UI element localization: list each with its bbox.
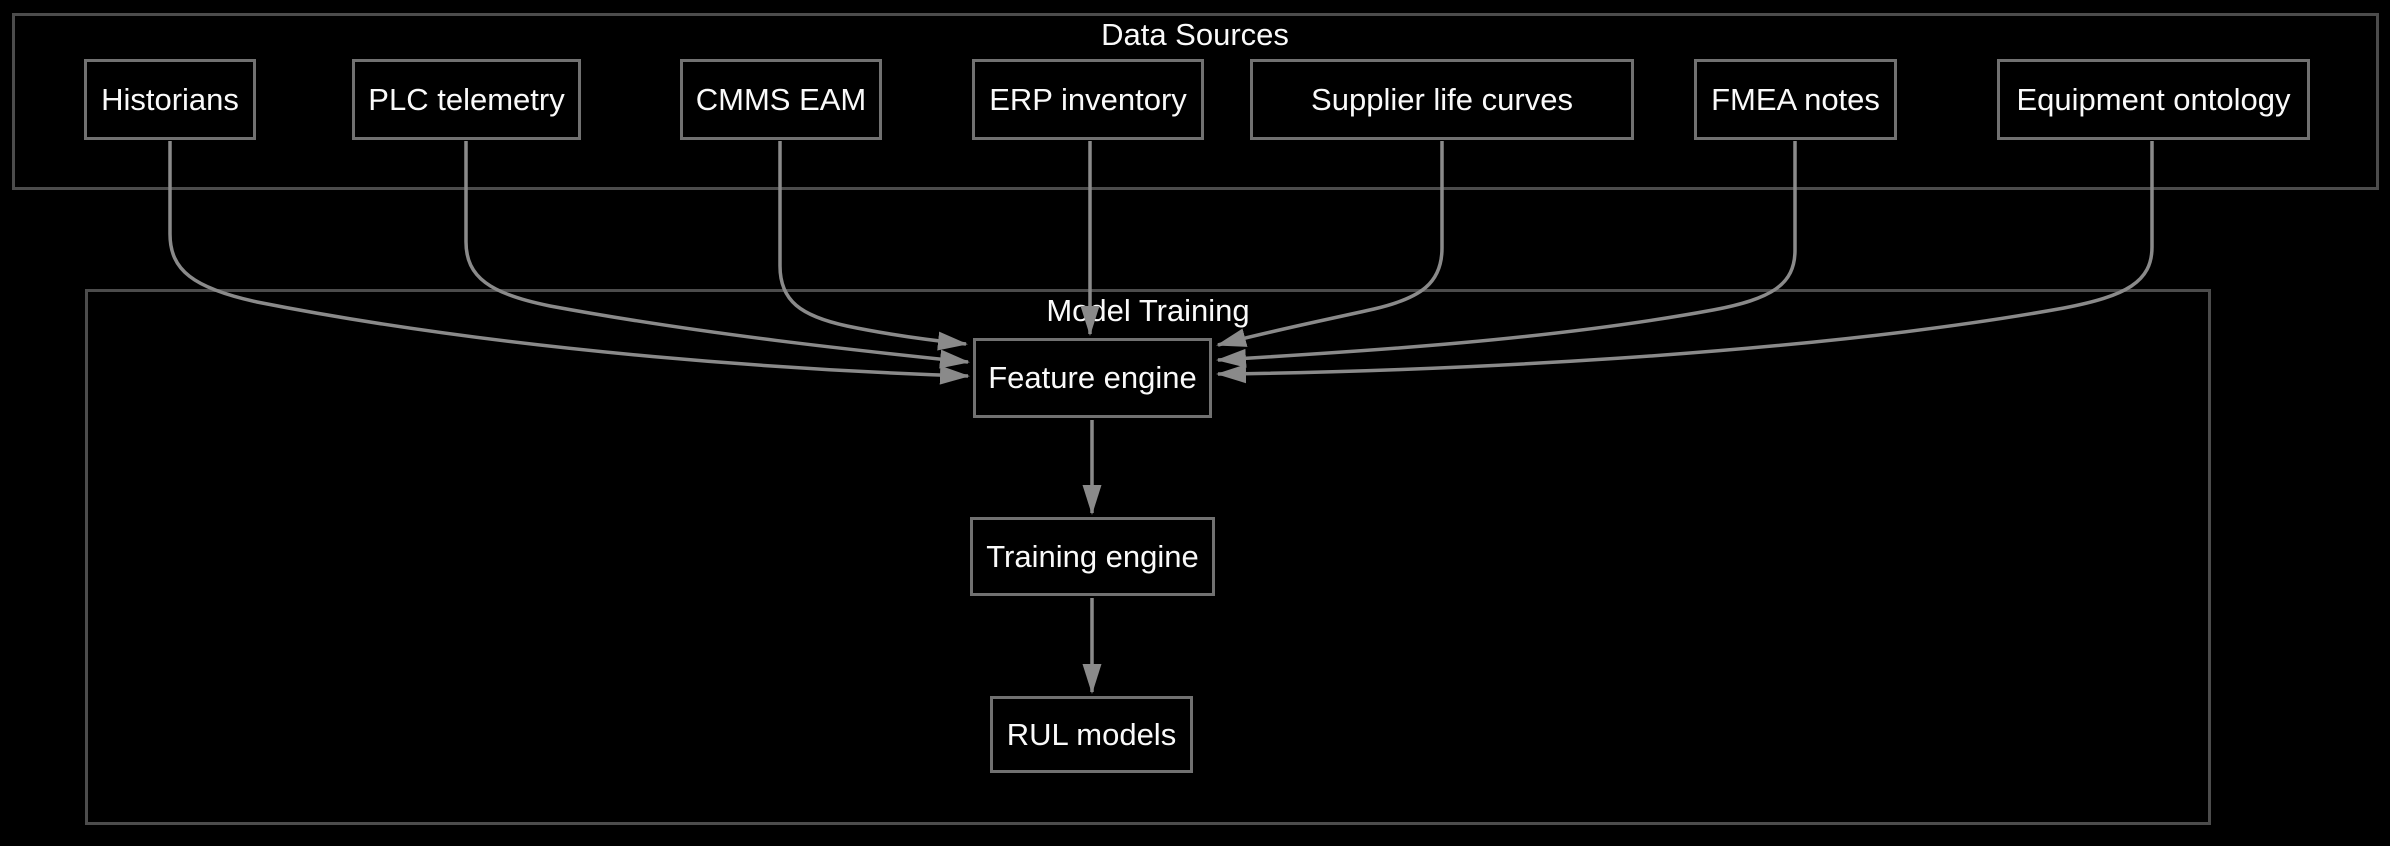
node-supplier-life-curves: Supplier life curves	[1250, 59, 1634, 140]
node-label: ERP inventory	[989, 81, 1187, 117]
node-label: Supplier life curves	[1311, 81, 1573, 117]
node-label: Feature engine	[988, 360, 1197, 395]
cluster-label-model-training: Model Training	[1046, 293, 1250, 328]
node-label: CMMS EAM	[695, 81, 867, 117]
node-label: PLC telemetry	[368, 81, 565, 117]
node-label: FMEA notes	[1711, 81, 1880, 117]
node-rul-models: RUL models	[990, 696, 1193, 773]
node-label: Equipment ontology	[2016, 81, 2291, 117]
node-fmea-notes: FMEA notes	[1694, 59, 1897, 140]
edge-supplier-life-curves-to-feature-engine	[1216, 141, 1444, 347]
cluster-model-training	[85, 289, 2211, 825]
node-label: RUL models	[1006, 716, 1177, 752]
node-cmms-eam: CMMS EAM	[680, 59, 882, 140]
node-training-engine: Training engine	[970, 517, 1215, 596]
node-plc-telemetry: PLC telemetry	[352, 59, 581, 140]
cluster-data-sources	[12, 13, 2379, 190]
node-label: Historians	[101, 81, 239, 117]
node-erp-inventory: ERP inventory	[972, 59, 1204, 140]
edge-plc-telemetry-to-feature-engine	[464, 141, 970, 369]
node-label: Training engine	[986, 538, 1199, 574]
node-historians: Historians	[84, 59, 256, 140]
node-feature-engine: Feature engine	[973, 338, 1212, 418]
edge-historians-to-feature-engine	[168, 141, 970, 385]
node-equipment-ontology: Equipment ontology	[1997, 59, 2310, 140]
edge-cmms-eam-to-feature-engine	[778, 141, 968, 351]
edge-fmea-notes-to-feature-engine	[1216, 141, 1797, 368]
cluster-label-data-sources: Data Sources	[1101, 17, 1289, 52]
edge-equipment-ontology-to-feature-engine	[1216, 141, 2154, 384]
